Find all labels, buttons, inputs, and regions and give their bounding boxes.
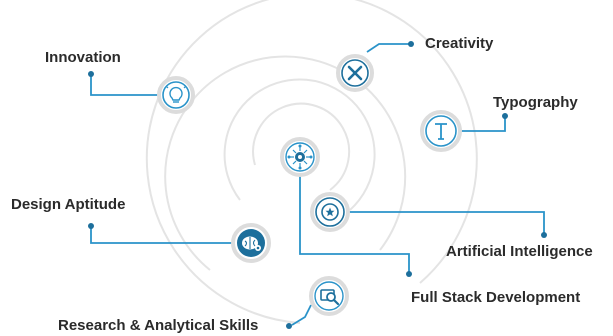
dot-ai: [541, 232, 547, 238]
connector-dots: [88, 41, 547, 329]
type-t-icon: [420, 110, 462, 152]
connector-typography: [458, 116, 506, 132]
outer-ring: [145, 0, 478, 324]
connector-research: [291, 304, 312, 326]
label-full-stack-development: Full Stack Development: [411, 289, 581, 306]
dot-creativity: [408, 41, 414, 47]
connectors: [90, 43, 545, 326]
brain-icon: [231, 223, 271, 263]
dot-design-aptitude: [88, 223, 94, 229]
dot-fullstack: [406, 271, 412, 277]
label-design-aptitude: Design Aptitude: [11, 196, 126, 213]
inner-ring: [223, 78, 376, 211]
dot-innovation: [88, 71, 94, 77]
lightbulb-icon: [157, 76, 195, 114]
star-badge-icon: [310, 192, 350, 232]
connector-ai: [348, 211, 545, 235]
connector-fullstack: [299, 176, 410, 274]
connector-creativity: [366, 43, 411, 53]
label-typography: Typography: [493, 94, 578, 111]
background-rings: [145, 0, 478, 324]
cross-tools-icon: [336, 54, 374, 92]
connector-innovation: [90, 74, 160, 96]
connector-design-aptitude: [90, 226, 233, 244]
core-ring: [252, 102, 351, 191]
dot-typography: [502, 113, 508, 119]
label-creativity: Creativity: [425, 35, 494, 52]
magnifier-screen-icon: [309, 276, 349, 316]
middle-ring: [164, 55, 407, 271]
label-innovation: Innovation: [45, 49, 121, 66]
label-research-analytical-skills: Research & Analytical Skills: [58, 317, 259, 334]
network-gear-icon: [280, 137, 320, 177]
label-artificial-intelligence: Artificial Intelligence: [446, 243, 593, 260]
dot-research: [286, 323, 292, 329]
